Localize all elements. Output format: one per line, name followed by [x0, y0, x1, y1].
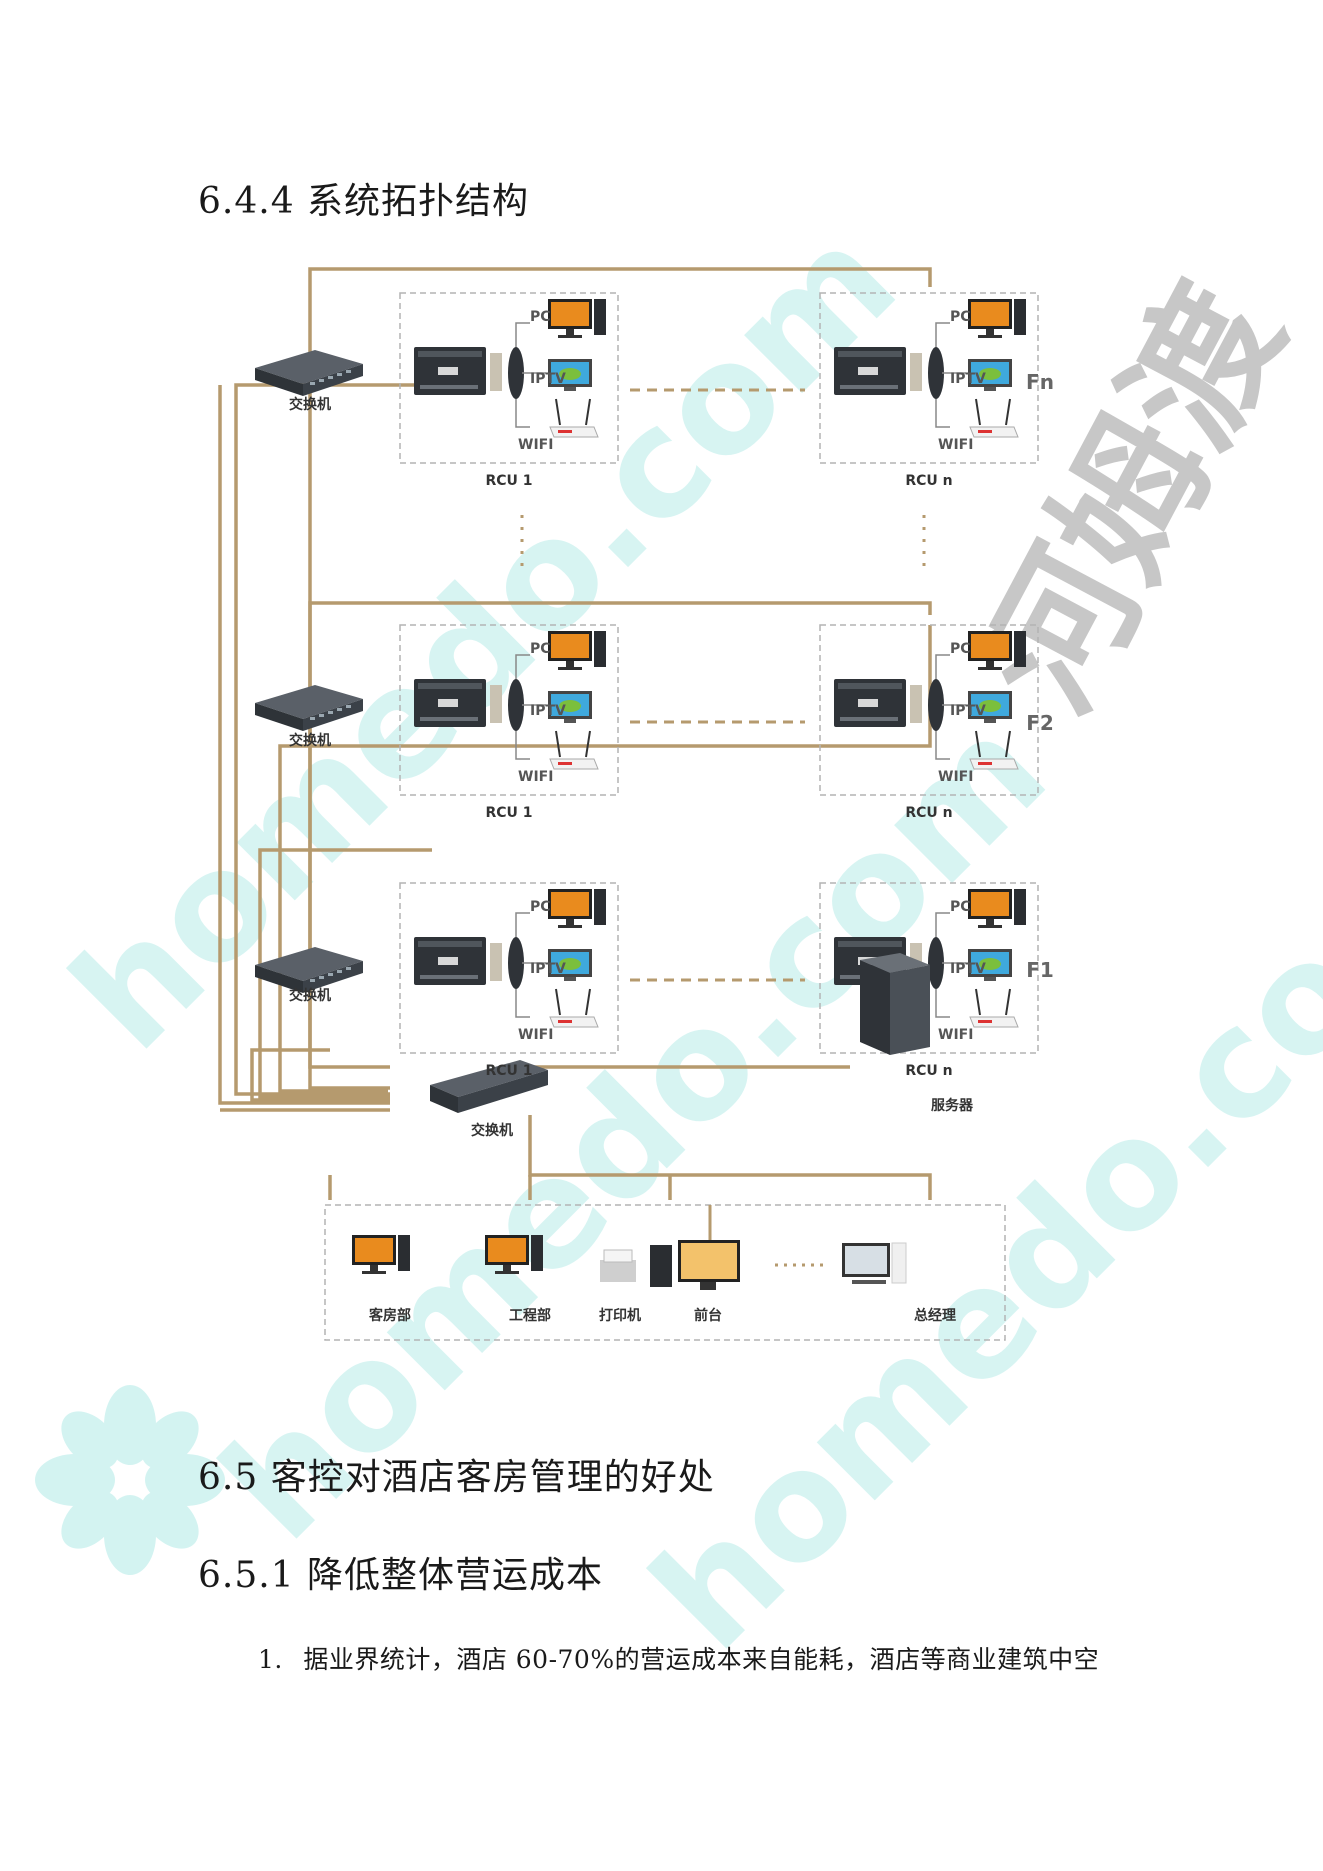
pc-label: PC: [950, 899, 971, 915]
office-node-label: 总经理: [914, 1307, 956, 1324]
wifi-label: WIFI: [938, 437, 973, 453]
pc-label: PC: [950, 641, 971, 657]
floor-label: F2: [1026, 711, 1054, 735]
wifi-label: WIFI: [938, 1027, 973, 1043]
list-text: 据业界统计，酒店 60-70%的营运成本来自能耗，酒店等商业建筑中空: [303, 1645, 1100, 1674]
list-item-1: 1. 据业界统计，酒店 60-70%的营运成本来自能耗，酒店等商业建筑中空: [258, 1640, 1099, 1676]
gm-pc-icon: [842, 1242, 907, 1284]
iptv-label: IPTV: [530, 371, 566, 387]
iptv-label: IPTV: [530, 961, 566, 977]
office-node-label: 打印机: [599, 1307, 641, 1324]
printer-icon: [600, 1249, 636, 1282]
office-node-label: 工程部: [509, 1307, 551, 1324]
section-heading-6-4-4: 6.4.4 系统拓扑结构: [198, 181, 530, 222]
pc-label: PC: [530, 641, 551, 657]
office-node-label: 客房部: [368, 1307, 411, 1324]
front-desk-pc-icon: [650, 1240, 740, 1290]
switch-label: 交换机: [289, 396, 331, 413]
section-heading-6-5-1: 6.5.1 降低整体营运成本: [198, 1555, 604, 1596]
core-switch: [430, 1060, 548, 1113]
server-icon: [860, 953, 930, 1055]
watermark-flower-icon: [35, 1385, 225, 1575]
list-number: 1.: [258, 1645, 283, 1674]
rcu-label: RCU 1: [485, 1063, 532, 1079]
pc-label: PC: [950, 309, 971, 325]
iptv-label: IPTV: [950, 961, 986, 977]
switch-label: 交换机: [289, 987, 331, 1004]
switch-label: 交换机: [289, 732, 331, 749]
wifi-label: WIFI: [518, 437, 553, 453]
office-node-label: 前台: [694, 1307, 722, 1324]
wifi-label: WIFI: [518, 769, 553, 785]
floor-label: Fn: [1026, 370, 1054, 394]
rcu-label: RCU n: [905, 473, 952, 489]
section-heading-6-5: 6.5 客控对酒店客房管理的好处: [198, 1457, 715, 1498]
rcu-label: RCU n: [905, 1063, 952, 1079]
iptv-label: IPTV: [530, 703, 566, 719]
pc-label: PC: [530, 309, 551, 325]
office-area-box: [324, 1204, 1006, 1341]
rcu-label: RCU 1: [485, 805, 532, 821]
iptv-label: IPTV: [950, 703, 986, 719]
pc-label: PC: [530, 899, 551, 915]
core-switch-label: 交换机: [471, 1122, 513, 1139]
wifi-label: WIFI: [518, 1027, 553, 1043]
floor-label: F1: [1026, 958, 1054, 982]
iptv-label: IPTV: [950, 371, 986, 387]
server-label: 服务器: [931, 1097, 974, 1114]
rcu-label: RCU 1: [485, 473, 532, 489]
rcu-label: RCU n: [905, 805, 952, 821]
wifi-label: WIFI: [938, 769, 973, 785]
